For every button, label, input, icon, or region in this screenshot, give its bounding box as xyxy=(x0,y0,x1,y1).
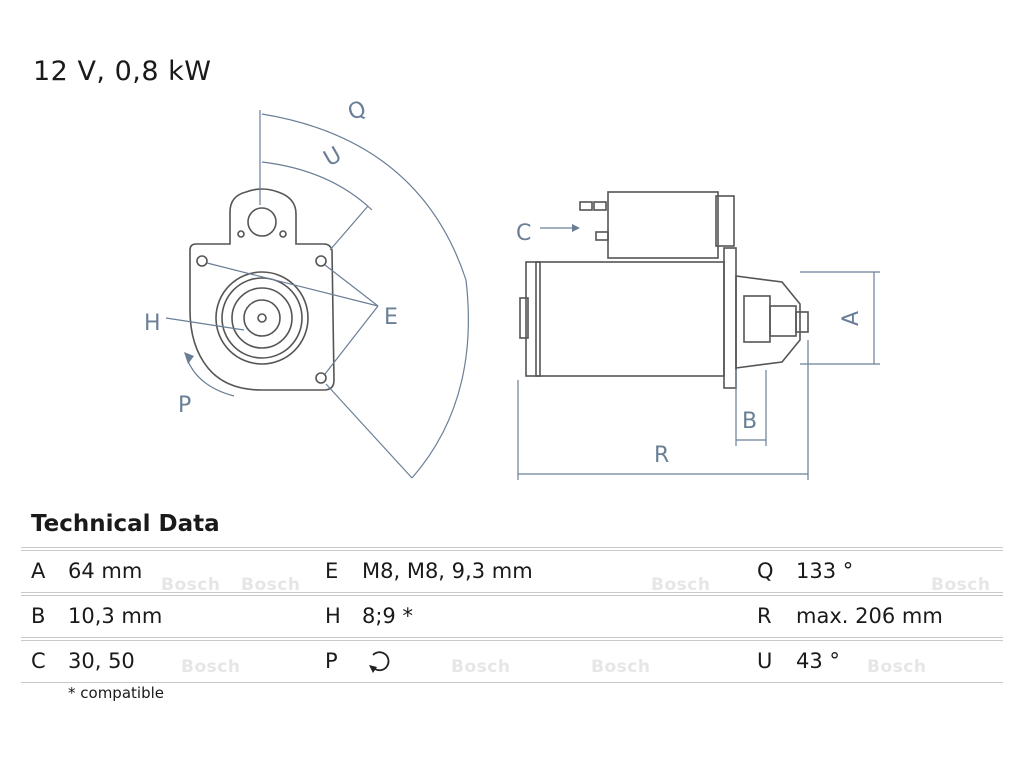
label-u: U xyxy=(320,142,346,172)
table-row: C 30, 50 P U 43 ° xyxy=(21,637,1003,683)
watermark: Bosch xyxy=(241,575,301,595)
param-key: E xyxy=(325,559,339,583)
param-value: 30, 50 xyxy=(68,649,135,673)
label-p: P xyxy=(178,393,191,418)
label-b: B xyxy=(742,409,757,434)
param-key: B xyxy=(31,604,46,628)
solenoid xyxy=(607,191,719,259)
table-row: A 64 mm E M8, M8, 9,3 mm Q 133 ° xyxy=(21,547,1003,592)
watermark: Bosch xyxy=(161,575,221,595)
technical-data-table: Bosch Bosch Bosch Bosch Bosch Bosch Bosc… xyxy=(21,547,1003,683)
motor-body xyxy=(535,261,725,377)
label-q: Q xyxy=(345,96,370,125)
label-c: C xyxy=(516,221,531,246)
product-heading: 12 V, 0,8 kW xyxy=(33,56,212,87)
param-value: 43 ° xyxy=(796,649,840,673)
mount-flange xyxy=(189,188,335,391)
param-value: 8;9 * xyxy=(362,604,413,628)
watermark: Bosch xyxy=(181,657,241,677)
param-key: P xyxy=(325,649,338,673)
param-value: M8, M8, 9,3 mm xyxy=(362,559,533,583)
label-a: A xyxy=(839,311,864,326)
table-row: B 10,3 mm H 8;9 * R max. 206 mm xyxy=(21,592,1003,637)
param-value: max. 206 mm xyxy=(796,604,943,628)
param-key: C xyxy=(31,649,46,673)
label-r: R xyxy=(654,443,669,468)
param-value: 10,3 mm xyxy=(68,604,163,628)
param-key: H xyxy=(325,604,341,628)
footnote: * compatible xyxy=(68,684,164,702)
param-value: 64 mm xyxy=(68,559,143,583)
rotation-ccw-icon xyxy=(369,651,390,673)
top-mount-hole xyxy=(247,207,277,237)
starter-technical-drawing: Q U E H P C A B R xyxy=(144,96,880,480)
param-key: U xyxy=(757,649,773,673)
param-key: R xyxy=(757,604,772,628)
label-h: H xyxy=(144,311,161,336)
param-key: A xyxy=(31,559,46,583)
technical-data-title: Technical Data xyxy=(31,511,220,537)
watermark: Bosch xyxy=(867,657,927,677)
watermark: Bosch xyxy=(931,575,991,595)
label-e: E xyxy=(384,305,398,330)
pinion-outer-ring xyxy=(215,271,309,365)
watermark: Bosch xyxy=(651,575,711,595)
watermark: Bosch xyxy=(451,657,511,677)
param-value: 133 ° xyxy=(796,559,854,583)
watermark: Bosch xyxy=(591,657,651,677)
param-key: Q xyxy=(757,559,774,583)
